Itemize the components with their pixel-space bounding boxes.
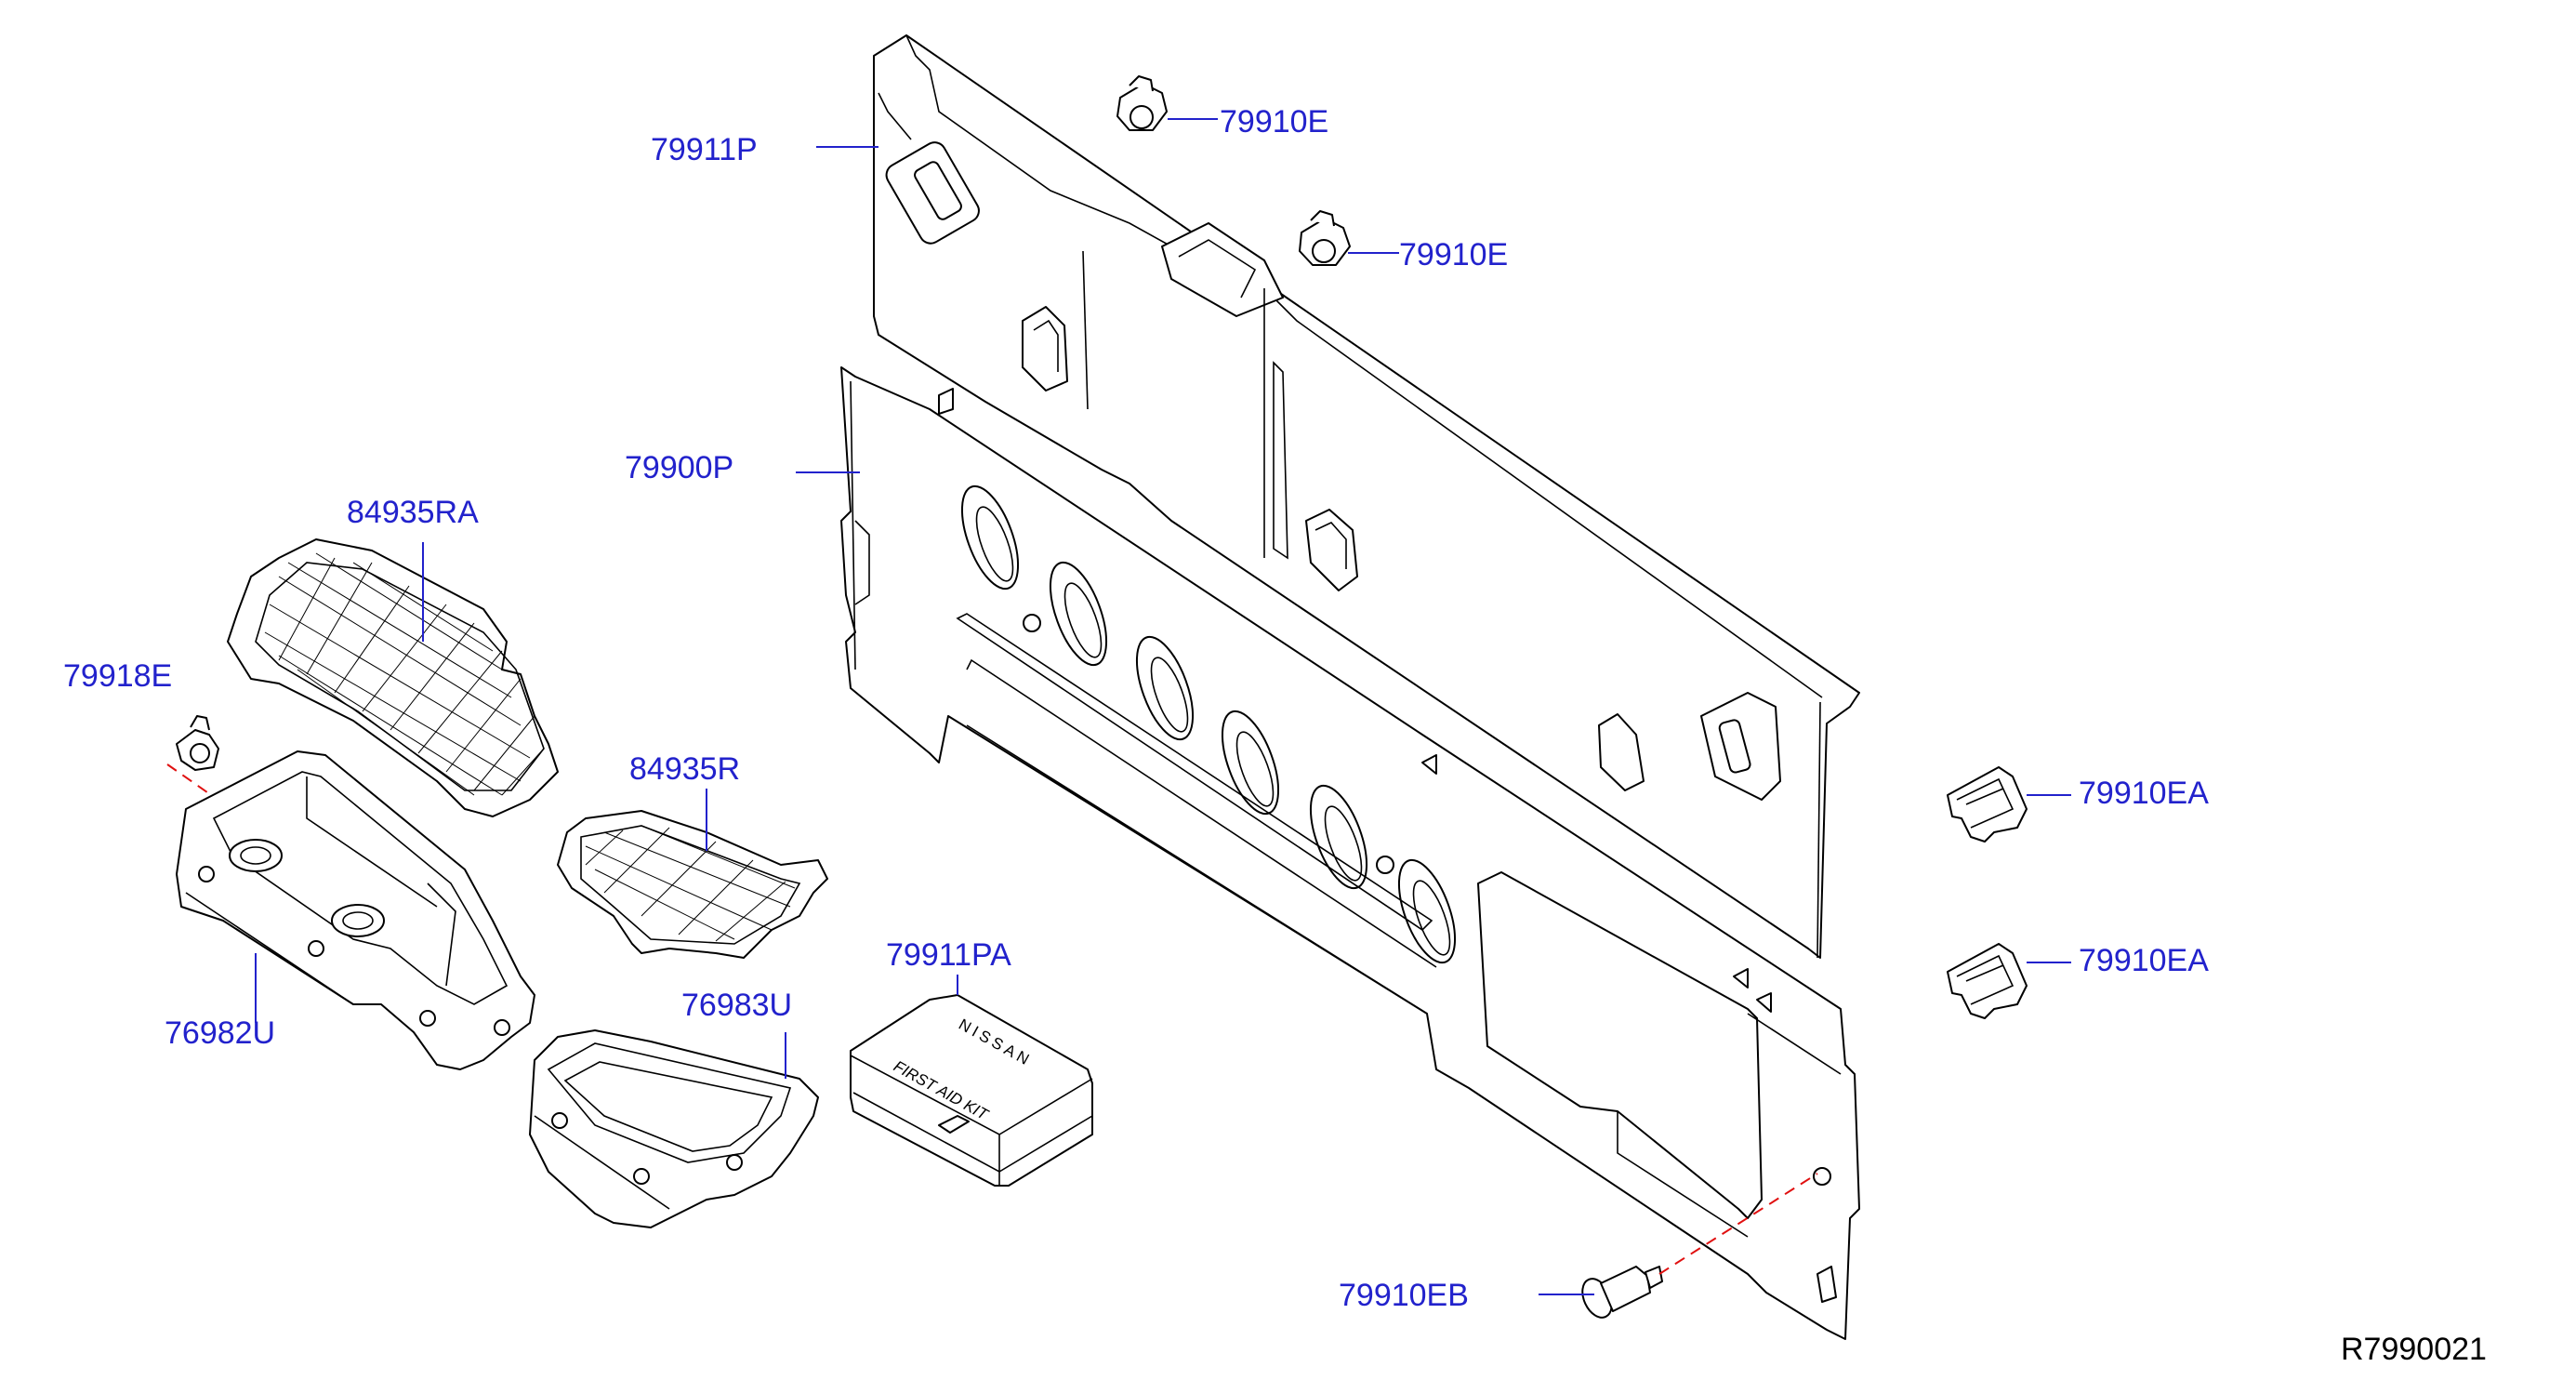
upper-trim-panel-79911P <box>873 34 1860 959</box>
clip-79910E-top <box>1116 75 1168 131</box>
label-79910EA-lower[interactable]: 79910EA <box>2079 943 2209 978</box>
back-panel-79900P <box>840 366 1860 1340</box>
retainer-79918E <box>176 715 219 771</box>
first-aid-kit-79911PA: NISSAN FIRST AID KIT <box>850 994 1093 1187</box>
label-84935RA[interactable]: 84935RA <box>347 495 479 530</box>
cargo-net-84935RA <box>227 538 559 817</box>
label-76983U[interactable]: 76983U <box>681 988 792 1023</box>
label-84935R[interactable]: 84935R <box>629 751 740 787</box>
label-79910E-second[interactable]: 79910E <box>1399 237 1508 272</box>
label-79911PA[interactable]: 79911PA <box>886 937 1011 973</box>
push-pin-79910EB <box>1581 1266 1663 1319</box>
cargo-net-84935R <box>557 810 828 959</box>
label-79918E[interactable]: 79918E <box>63 658 172 694</box>
label-79910EB[interactable]: 79910EB <box>1339 1278 1469 1313</box>
storage-tray-76983U <box>529 1029 819 1228</box>
label-79910EA-upper[interactable]: 79910EA <box>2079 776 2209 811</box>
clip-79910EA-upper <box>1947 766 2028 843</box>
label-76982U[interactable]: 76982U <box>165 1015 275 1051</box>
clip-79910EA-lower <box>1947 943 2028 1019</box>
diagram-code: R7990021 <box>2341 1332 2487 1367</box>
storage-tray-76982U <box>176 750 535 1070</box>
label-79911P[interactable]: 79911P <box>651 132 758 167</box>
clip-79910E-second <box>1299 210 1351 266</box>
leader-lines <box>255 118 2071 1295</box>
label-79910E-top[interactable]: 79910E <box>1220 104 1328 139</box>
label-79900P[interactable]: 79900P <box>625 450 733 485</box>
alignment-line-79910EB <box>1658 1173 1818 1275</box>
